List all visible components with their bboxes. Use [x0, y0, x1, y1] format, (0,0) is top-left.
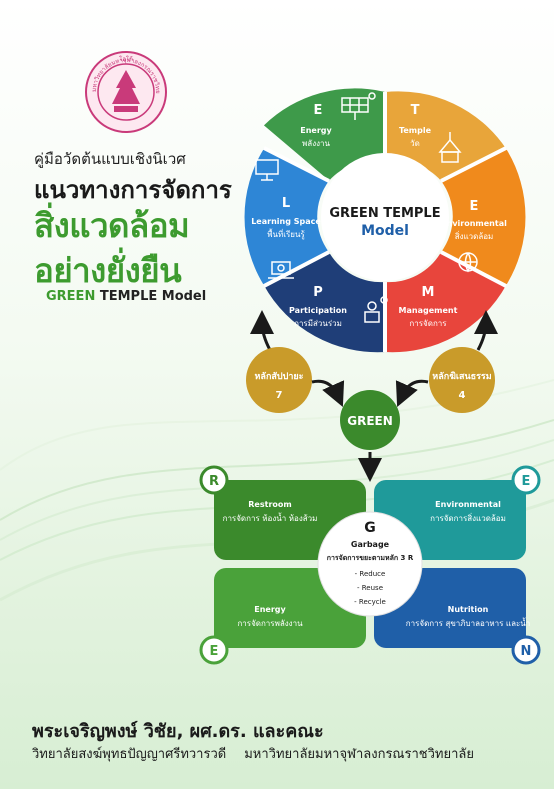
model-rest-words: TEMPLE Model	[99, 289, 207, 304]
segment-participation	[263, 252, 385, 353]
segment-energy-th: พลังงาน	[302, 139, 330, 148]
box-environmental-en: Environmental	[435, 500, 501, 509]
cover-title-line3: อย่างยั่งยืน	[34, 251, 182, 290]
box-restroom-th: การจัดการ ห้องน้ำ ห้องส้วม	[223, 512, 318, 523]
segment-environmental-th: สิ่งแวดล้อม	[455, 230, 494, 241]
green-circle	[340, 390, 400, 450]
wheel-center-sub: Model	[361, 223, 409, 239]
arrow-left-up	[250, 310, 275, 351]
segment-participation-letter: P	[313, 285, 323, 300]
principle-left-line1: หลักสัปปายะ	[255, 371, 304, 382]
arrow-right-up	[473, 310, 498, 351]
box-restroom-en: Restroom	[248, 500, 291, 509]
segment-learning-th: พื้นที่เรียนรู้	[267, 228, 305, 240]
svg-text:โลโก้: โลโก้	[119, 55, 133, 63]
monitor-icon	[255, 159, 279, 181]
wheel-center-title: GREEN TEMPLE	[329, 206, 440, 221]
segment-energy-letter: E	[314, 103, 323, 118]
globe-hand-icon	[458, 252, 478, 273]
badge-r-letter: R	[209, 474, 219, 489]
garbage-item-reduce: - Reduce	[355, 570, 386, 578]
garbage-th: การจัดการขยะตามหลัก 3 R	[327, 554, 414, 562]
principle-right-circle	[429, 347, 495, 413]
segment-learning-letter: L	[282, 196, 290, 211]
principle-left-line2: 7	[276, 390, 283, 401]
management-person-icon	[364, 296, 388, 323]
segment-management-en: Management	[399, 306, 458, 315]
garbage-en: Garbage	[351, 540, 390, 549]
box-environmental-th: การจัดการสิ่งแวดล้อม	[430, 512, 506, 523]
institution-university: มหาวิทยาลัยมหาจุฬาลงกรณราชวิทยาลัย	[244, 747, 474, 762]
segment-temple-th: วัด	[410, 139, 420, 148]
segment-learning-space	[244, 148, 330, 286]
garbage-circle	[317, 511, 423, 617]
green-circle-label: GREEN	[347, 414, 393, 428]
box-energy-th: การจัดการพลังงาน	[237, 619, 303, 628]
cover-title-line2: สิ่งแวดล้อม	[34, 206, 190, 245]
cover-model-name: GREEN TEMPLE Model	[46, 289, 206, 304]
wheel-center	[321, 153, 449, 281]
segment-environmental-en: Environmental	[441, 219, 507, 228]
segment-temple	[385, 91, 507, 181]
cover-title-line1: แนวทางการจัดการ	[34, 176, 232, 204]
arrow-left-to-green	[311, 379, 345, 407]
badge-e-top-letter: E	[522, 474, 531, 489]
box-nutrition-th: การจัดการ สุขาภิบาลอาหาร และน้ำ	[406, 617, 531, 628]
garbage-item-reuse: - Reuse	[357, 584, 383, 592]
badge-e-top	[511, 465, 541, 495]
temple-icon	[438, 132, 462, 163]
badge-n-letter: N	[521, 644, 532, 659]
principle-right-line1: หลักฆิเสนธรรม	[432, 371, 491, 382]
badge-r	[199, 465, 229, 495]
box-energy-en: Energy	[254, 605, 286, 614]
segment-management-letter: M	[422, 285, 435, 300]
segment-environmental	[440, 148, 526, 286]
author-line: พระเจริญพงษ์ วิชัย, ผศ.ดร. และคณะ	[32, 721, 324, 742]
cover-subtitle: คู่มือวัดต้นแบบเชิงนิเวศ	[34, 150, 186, 168]
segment-learning-en: Learning Space	[251, 217, 321, 226]
principle-left-circle	[246, 347, 312, 413]
badge-e-bottom-letter: E	[210, 644, 219, 659]
segment-environmental-letter: E	[470, 199, 479, 214]
box-nutrition-en: Nutrition	[448, 605, 489, 614]
garbage-item-recycle: - Recycle	[354, 598, 386, 606]
segment-management	[385, 252, 507, 353]
segment-temple-letter: T	[411, 103, 420, 118]
presentation-board-icon	[268, 261, 294, 279]
badge-n	[511, 635, 541, 665]
solar-panel-icon	[341, 92, 376, 120]
segment-energy-en: Energy	[300, 126, 332, 135]
arrow-right-to-green	[395, 379, 429, 407]
garbage-letter: G	[364, 520, 376, 536]
institution-line: วิทยาลัยสงฆ์พุทธปัญญาศรีทวารวดี มหาวิทยา…	[32, 743, 532, 764]
segment-management-th: การจัดการ	[409, 319, 447, 328]
segment-temple-en: Temple	[399, 126, 432, 135]
principle-right-line2: 4	[459, 390, 466, 401]
segment-participation-th: การมีส่วนร่วม	[294, 319, 342, 328]
badge-e-bottom	[199, 635, 229, 665]
institution-college: วิทยาลัยสงฆ์พุทธปัญญาศรีทวารวดี	[32, 747, 227, 762]
segment-participation-en: Participation	[289, 306, 347, 315]
university-seal-logo: มหาวิทยาลัยมหาจุฬาลงกรณราชวิทยาลัย โลโก้	[84, 50, 167, 133]
model-green-word: GREEN	[46, 289, 96, 304]
